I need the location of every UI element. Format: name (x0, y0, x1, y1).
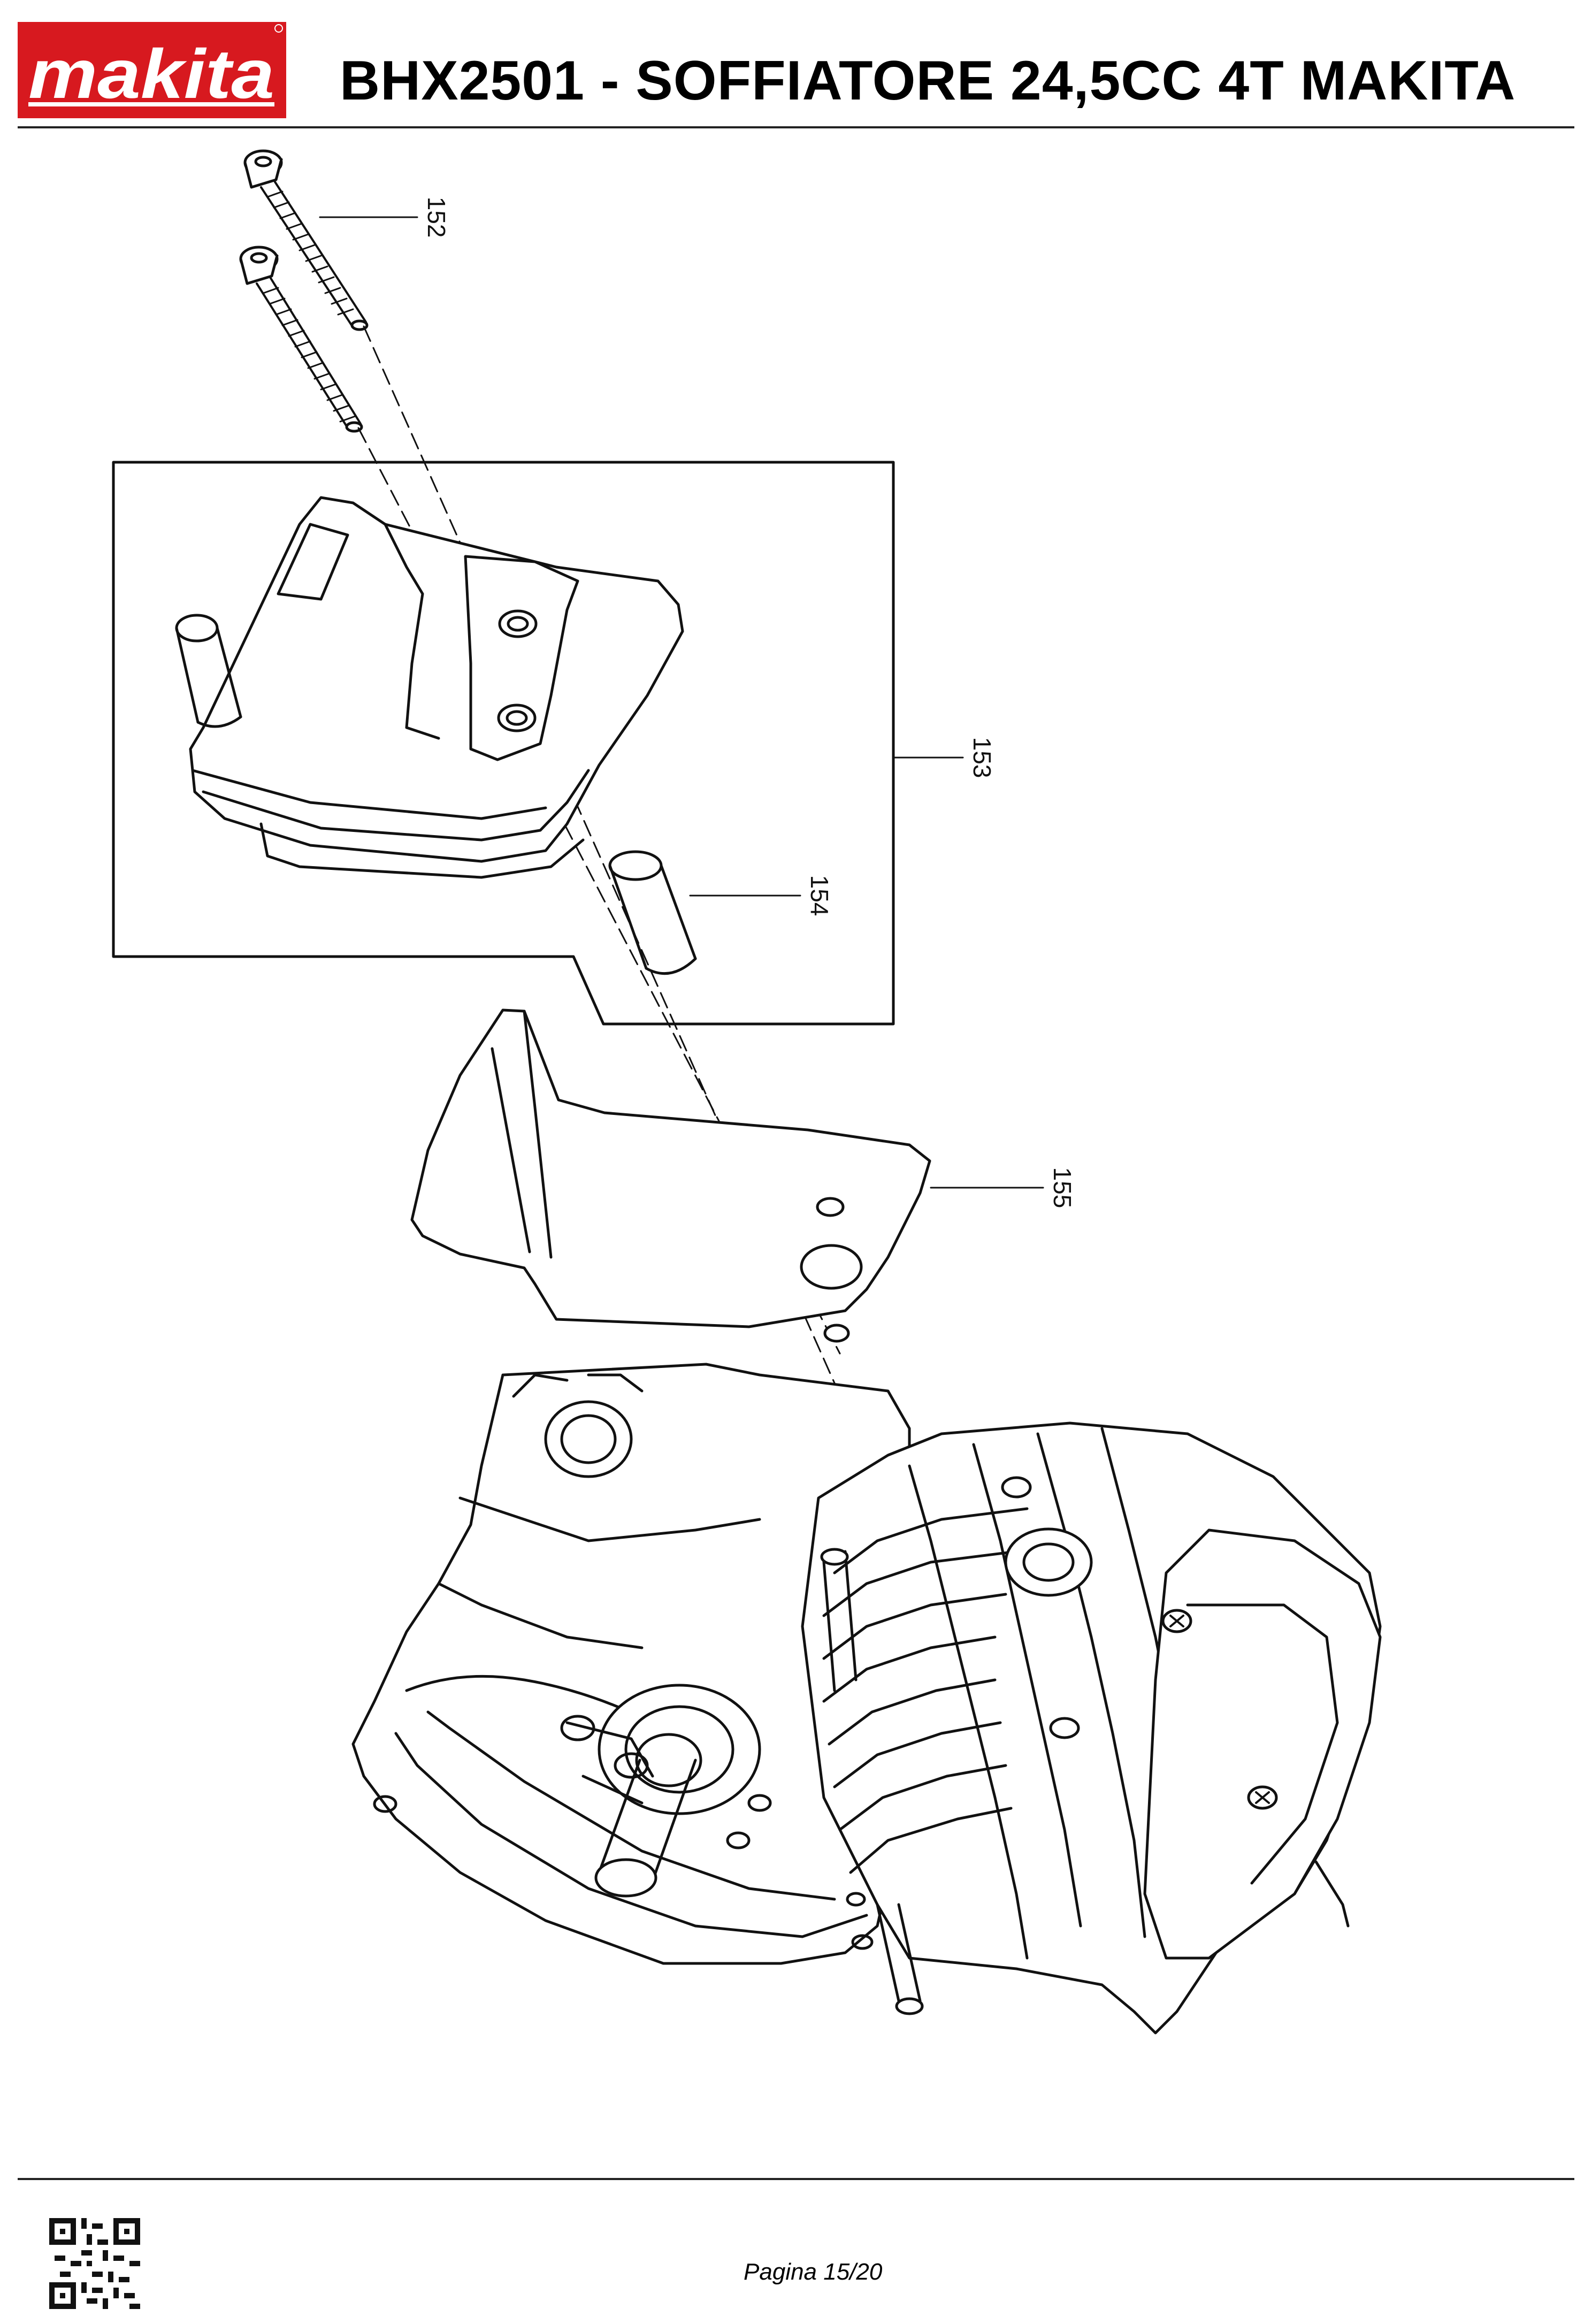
header-divider (18, 126, 1574, 128)
qr-code-icon (49, 2218, 140, 2309)
makita-logo: makita (18, 22, 286, 118)
page-header: makita BHX2501 - SOFFIATORE 24,5CC 4T MA… (0, 0, 1592, 134)
callout-155: 155 (1048, 1167, 1076, 1209)
engine-block (351, 1363, 1382, 2035)
registered-mark-icon (274, 24, 283, 33)
logo-underline (28, 102, 274, 106)
callout-152: 152 (423, 197, 450, 238)
page-number: Pagina 15/20 (744, 2259, 883, 2285)
heat-shield-plate (410, 1008, 931, 1343)
footer-divider (18, 2178, 1574, 2180)
sleeve-tube (608, 850, 697, 975)
logo-wordmark: makita (28, 35, 274, 113)
bolt-lower (239, 246, 363, 433)
exploded-parts-diagram: 152 153 1 (0, 128, 1592, 2177)
muffler (175, 496, 684, 879)
page-title: BHX2501 - SOFFIATORE 24,5CC 4T MAKITA (340, 50, 1516, 112)
callout-153: 153 (968, 737, 996, 778)
assembly-axis-upper (363, 325, 868, 1456)
bolt-upper (243, 149, 369, 331)
callout-154: 154 (806, 875, 833, 916)
muffler-frame (112, 461, 895, 1026)
